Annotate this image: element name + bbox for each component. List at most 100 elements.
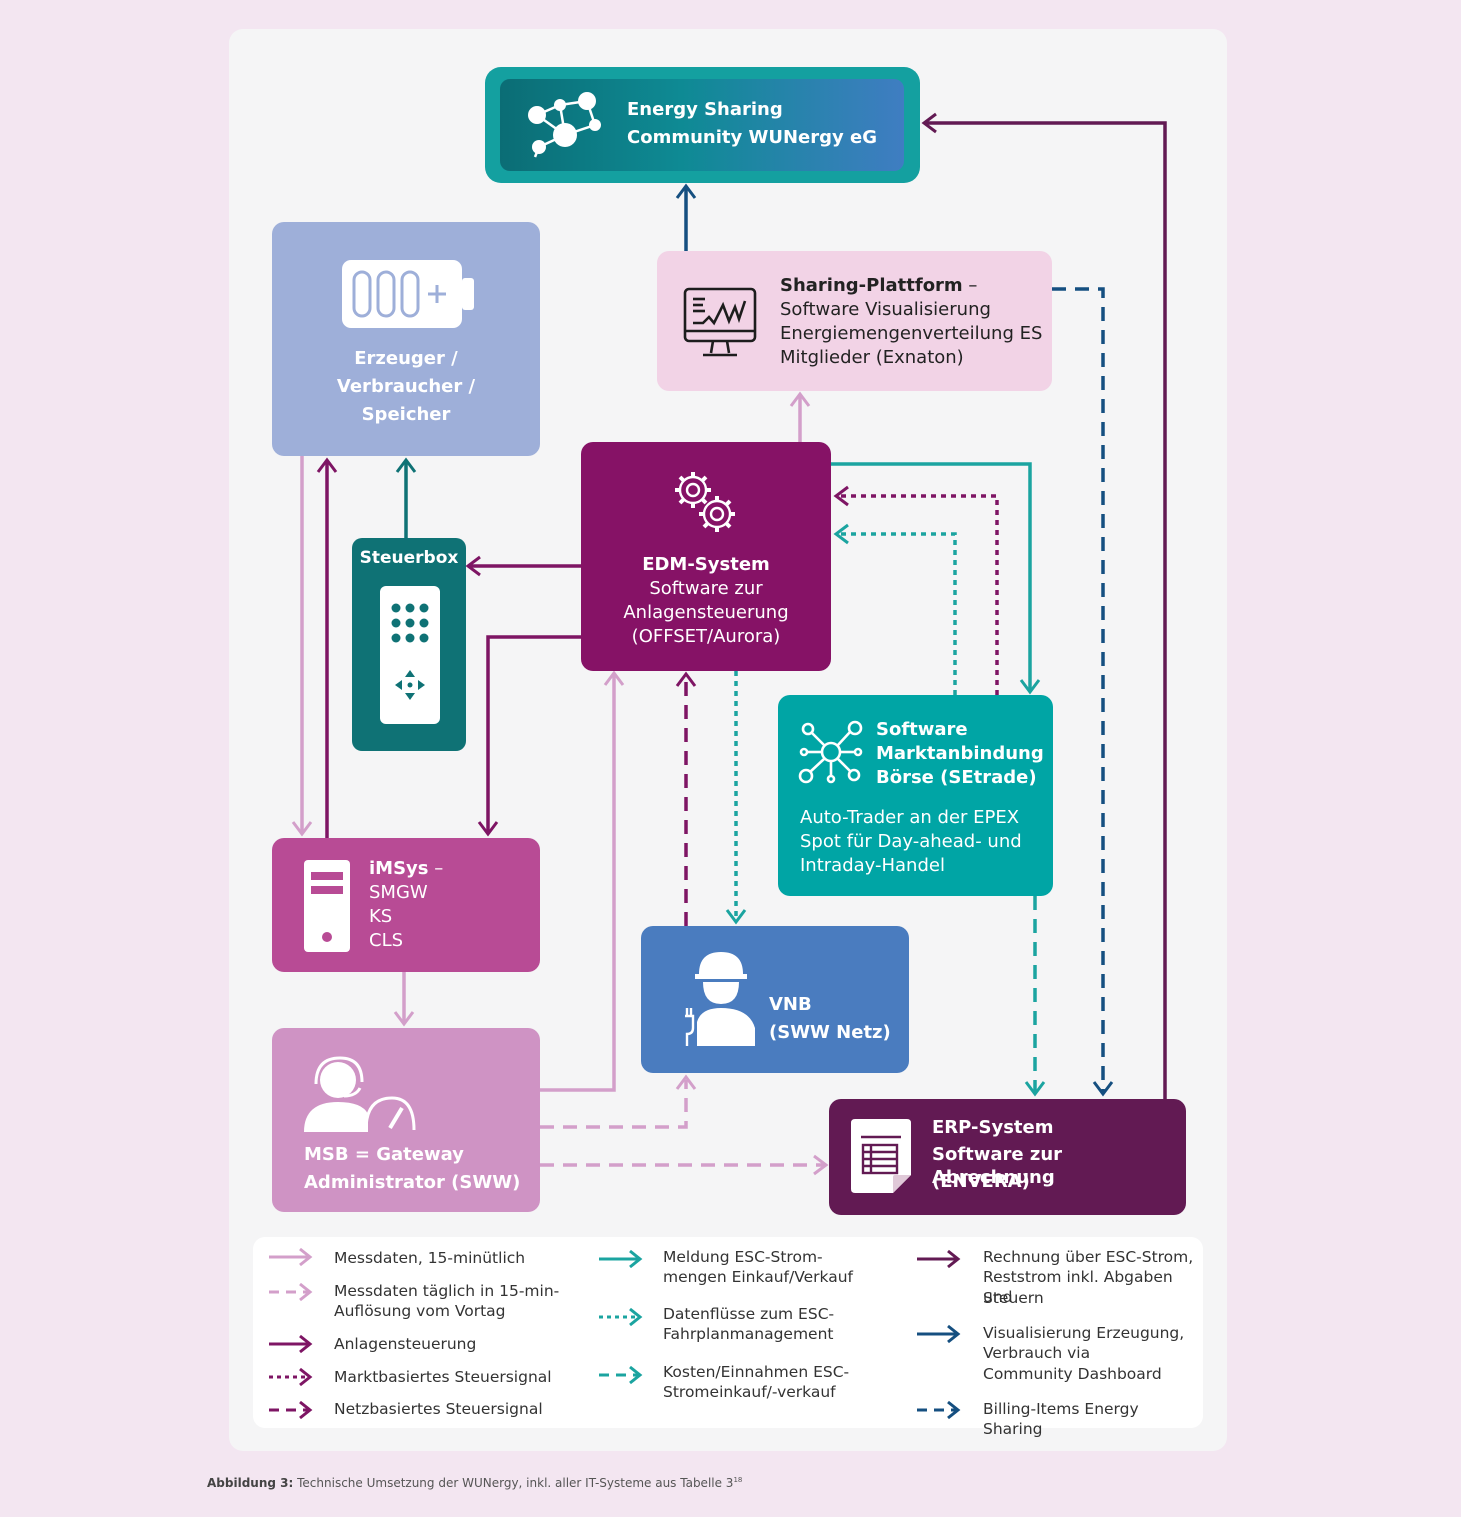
flow-vnb-to-edm [675, 671, 697, 926]
legend-dashed-light-pink-arrow [269, 1282, 313, 1302]
legend-item-visualisierung-1: Visualisierung Erzeugung, [983, 1324, 1185, 1342]
setrade-line1: Software [876, 719, 968, 740]
legend-item-marktbasiert: Marktbasiertes Steuersignal [334, 1368, 552, 1386]
sharing-plattform-dash: – [962, 275, 978, 296]
legend-item-rechnung-1: Rechnung über ESC-Strom, [983, 1248, 1194, 1266]
legend-item-messdaten-taeglich-2: Auflösung vom Vortag [334, 1302, 506, 1320]
sharing-plattform-line1: Software Visualisierung [780, 299, 991, 320]
legend-item-meldung-1: Meldung ESC-Strom- [663, 1248, 823, 1266]
flow-edm-to-steuerbox [465, 555, 581, 577]
erp-line1: Software zur Abrechnung [932, 1144, 1063, 1188]
network-people-icon [528, 92, 601, 158]
edm-line3: (OFFSET/Aurora) [631, 626, 781, 647]
flow-edm-to-imsys [477, 635, 581, 837]
flow-edm-to-sharing [789, 391, 811, 442]
msb-node: MSB = Gateway Administrator (SWW) [272, 1028, 540, 1212]
caption-text: Technische Umsetzung der WUNergy, inkl. … [297, 1476, 734, 1490]
flow-setrade-to-edm-market [833, 485, 999, 695]
document-list-icon [851, 1119, 911, 1193]
legend-item-billing: Billing-Items Energy Sharing [983, 1400, 1139, 1439]
flow-sharing-to-erp [1052, 287, 1114, 1097]
legend-item-datenfluesse-2: Fahrplanmanagement [663, 1325, 834, 1343]
worker-helmet-icon [685, 952, 755, 1046]
vnb-line2: (SWW Netz) [769, 1022, 891, 1043]
setrade-line3: Börse (SEtrade) [876, 767, 1037, 788]
legend-item-rechnung-2: Reststrom inkl. Abgaben und [983, 1268, 1173, 1307]
figure-caption: Abbildung 3: Technische Umsetzung der WU… [207, 1476, 742, 1490]
legend-item-netzbasiert: Netzbasiertes Steuersignal [334, 1400, 543, 1418]
legend-solid-light-pink-arrow [269, 1247, 313, 1267]
imsys-line3: CLS [369, 930, 404, 951]
flow-erp-to-energy [921, 112, 1167, 1100]
legend-item-rechnung-3: Steuern [983, 1289, 1044, 1307]
remote-control-icon [380, 586, 440, 724]
flow-imsys-to-erzeuger [316, 457, 338, 838]
sharing-plattform-title: Sharing-Plattform [780, 275, 963, 296]
imsys-title-row: iMSys – [369, 858, 443, 881]
flow-sharing-to-energy [675, 183, 697, 251]
legend: Messdaten, 15-minütlich Messdaten täglic… [253, 1237, 1203, 1438]
sharing-plattform-line2: Energiemengenverteilung ES [780, 323, 1043, 344]
legend-dotted-purple-arrow [269, 1367, 313, 1387]
setrade-body3: Intraday-Handel [800, 855, 945, 876]
imsys-dash: – [428, 858, 444, 879]
gears-icon [675, 472, 735, 532]
setrade-body1: Auto-Trader an der EPEX [800, 807, 1020, 828]
flow-msb-to-edm [540, 670, 625, 1092]
legend-item-anlagensteuerung: Anlagensteuerung [334, 1335, 477, 1353]
steuerbox-title: Steuerbox [359, 548, 459, 568]
sharing-plattform-line3: Mitglieder (Exnaton) [780, 347, 964, 368]
setrade-body2: Spot für Day-ahead- und [800, 831, 1022, 852]
erp-title: ERP-System [932, 1117, 1054, 1138]
erzeuger-line1: Erzeuger / [354, 348, 458, 369]
hub-nodes-icon [798, 720, 863, 784]
setrade-line2: Marktanbindung [876, 743, 1044, 764]
imsys-node: iMSys – SMGW KS CLS [272, 838, 540, 972]
legend-dotted-teal-arrow [599, 1307, 643, 1327]
imsys-line2: KS [369, 906, 393, 927]
imsys-title: iMSys [369, 858, 429, 879]
legend-item-datenfluesse-1: Datenflüsse zum ESC- [663, 1305, 835, 1323]
legend-item-kosten-1: Kosten/Einnahmen ESC- [663, 1363, 850, 1381]
erzeuger-line2: Verbraucher / [336, 376, 476, 397]
vnb-line1: VNB [769, 994, 812, 1015]
setrade-node: Software Marktanbindung Börse (SEtrade) … [778, 695, 1053, 896]
battery-icon [342, 260, 474, 328]
headset-gauge-icon [304, 1056, 416, 1132]
flow-steuerbox-to-erzeuger [395, 457, 417, 538]
flow-msb-to-vnb [540, 1074, 697, 1129]
sharing-plattform-title-row: Sharing-Plattform – [780, 275, 977, 298]
sharing-plattform-node: Sharing-Plattform – Software Visualisier… [657, 251, 1052, 391]
legend-item-visualisierung-3: Community Dashboard [983, 1365, 1162, 1383]
legend-item-messdaten-taeglich-1: Messdaten täglich in 15-min- [334, 1282, 560, 1300]
steuerbox-node: Steuerbox [352, 538, 466, 751]
legend-solid-teal-arrow [599, 1249, 643, 1269]
flow-imsys-to-msb [393, 972, 415, 1027]
erp-node: ERP-System Software zur Abrechnung (ENVE… [829, 1099, 1186, 1215]
imsys-line1: SMGW [369, 882, 428, 903]
flow-setrade-to-edm-schedule [833, 523, 957, 695]
edm-title: EDM-System [642, 554, 770, 575]
legend-item-messdaten: Messdaten, 15-minütlich [334, 1249, 526, 1267]
erp-line2: (ENVERA) [932, 1171, 1030, 1192]
edm-node: EDM-System Software zur Anlagensteuerung… [581, 442, 831, 671]
edm-line1: Software zur [649, 578, 763, 599]
erzeuger-line3: Speicher [361, 404, 451, 425]
legend-solid-dark-purple-arrow [917, 1249, 961, 1269]
server-tower-icon [304, 860, 350, 952]
legend-item-meldung-2: mengen Einkauf/Verkauf [663, 1268, 854, 1286]
monitor-chart-icon [683, 287, 757, 357]
msb-line2: Administrator (SWW) [304, 1172, 521, 1193]
flow-edm-to-vnb [725, 671, 747, 925]
legend-solid-blue-arrow [917, 1324, 961, 1344]
erzeuger-node: Erzeuger / Verbraucher / Speicher [272, 222, 540, 456]
msb-line1: MSB = Gateway [304, 1144, 464, 1165]
edm-line2: Anlagensteuerung [623, 602, 789, 623]
vnb-node: VNB (SWW Netz) [641, 926, 909, 1073]
flow-edm-to-setrade [831, 462, 1041, 695]
legend-dashed-teal-arrow [599, 1365, 643, 1385]
energy-sharing-node: Energy Sharing Community WUNergy eG [485, 67, 920, 183]
flow-msb-to-erp [540, 1154, 829, 1176]
legend-item-visualisierung-2: Verbrauch via [983, 1344, 1091, 1362]
